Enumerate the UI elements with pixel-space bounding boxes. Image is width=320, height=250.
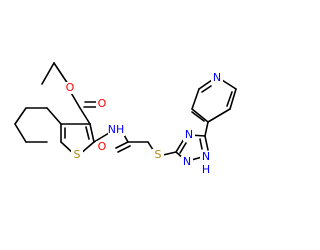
triazole-nh-bg (200, 151, 212, 163)
bond-c5-c6 (14, 107, 27, 125)
bond-c2-nh (93, 132, 110, 143)
bond-thioether-sulfur-c3 (162, 151, 177, 156)
pyridine-nitrogen-label: N (213, 71, 221, 84)
amide-nh-bg (108, 123, 125, 136)
bond-c6-c7 (14, 123, 27, 143)
bond-c2-c3-inner (85, 126, 90, 140)
amide-oxygen-label: O (98, 140, 107, 153)
bond-py-c3-n-inner (201, 85, 212, 93)
triazole-n-left-label: N (183, 155, 191, 168)
bond-amide-carbon-oxygen-a (115, 141, 129, 149)
ester-carbonyl-oxygen-bg (96, 98, 108, 110)
thioether-sulfur-label: S (155, 148, 162, 161)
bond-c3a-c4 (46, 107, 62, 125)
chemical-structure-canvas: O O S NH O S N N N H N (14, 62, 237, 176)
molecule-svg: O O S NH O S N N N H N (14, 62, 237, 176)
bond-py-c5-c6-inner (226, 91, 233, 107)
bond-py-c3-n (198, 79, 213, 90)
bond-c5-n1 (204, 135, 209, 151)
amide-oxygen-bg (96, 141, 108, 153)
triazole-h-bg (200, 164, 212, 176)
bond-py-c1-c2-inner (191, 111, 205, 122)
bond-amide-carbon-oxygen-b (117, 145, 131, 153)
ester-carbonyl-oxygen-label: O (98, 97, 107, 110)
triazole-h-label: H (202, 163, 210, 176)
bond-py-c1-c2 (191, 108, 209, 123)
triazole-nh-label: N (202, 150, 210, 163)
pyridine-nitrogen-bg (211, 72, 223, 84)
bond-ethyl-ch3-ch2 (41, 62, 55, 85)
bond-py-c6-c1 (207, 108, 231, 123)
bond-ch2-ether-oxygen (53, 62, 69, 85)
bond-py-c2-c3 (191, 88, 200, 110)
atom-labels-layer: O O S NH O S N N N H N (64, 71, 223, 176)
thiophene-sulfur-label: S (74, 148, 81, 161)
bond-c3-n2 (175, 138, 185, 153)
thioether-sulfur-bg (152, 149, 164, 161)
triazole-n-top-bg (183, 129, 195, 141)
thiophene-sulfur-bg (71, 149, 83, 161)
bond-py-c5-c6 (229, 88, 237, 110)
bond-py-n-c5 (221, 79, 237, 90)
bond-c2-c3 (89, 123, 95, 143)
bond-triazole-pyridine (204, 121, 209, 137)
triazole-n-left-bg (181, 156, 193, 168)
bond-c3-n2-inner (179, 142, 187, 154)
ester-ether-oxygen-bg (64, 82, 76, 94)
amide-nh-label: NH (108, 123, 125, 136)
bonds-layer (14, 62, 237, 162)
triazole-n-top-label: N (185, 128, 193, 141)
bond-carbonyl-carbon-c3 (79, 107, 91, 125)
bond-c5-n1-inner (199, 138, 203, 150)
ester-ether-oxygen-label: O (66, 81, 75, 94)
